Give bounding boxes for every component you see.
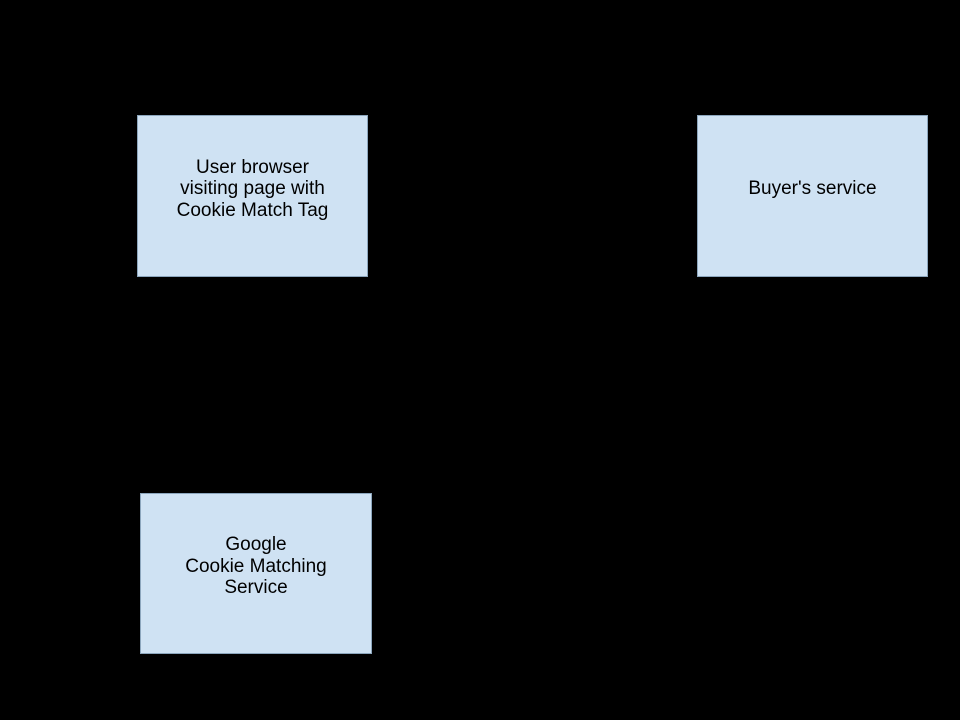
- node-text-line: Service: [224, 577, 288, 599]
- node-user-browser: User browser visiting page with Cookie M…: [137, 115, 368, 277]
- node-buyers-service-label: Buyer's service: [698, 178, 927, 200]
- node-google-cookie-matching-service-label: Google Cookie Matching Service: [141, 534, 371, 599]
- node-user-browser-label: User browser visiting page with Cookie M…: [138, 157, 367, 222]
- node-text-line: Cookie Match Tag: [176, 199, 329, 221]
- node-text-line: Buyer's service: [748, 178, 877, 200]
- node-text-line: visiting page with: [180, 178, 325, 200]
- node-text-line: Google: [225, 534, 287, 556]
- node-google-cookie-matching-service: Google Cookie Matching Service: [140, 493, 372, 654]
- node-text-line: Cookie Matching: [185, 555, 327, 577]
- node-text-line: User browser: [196, 156, 309, 178]
- node-buyers-service: Buyer's service: [697, 115, 928, 277]
